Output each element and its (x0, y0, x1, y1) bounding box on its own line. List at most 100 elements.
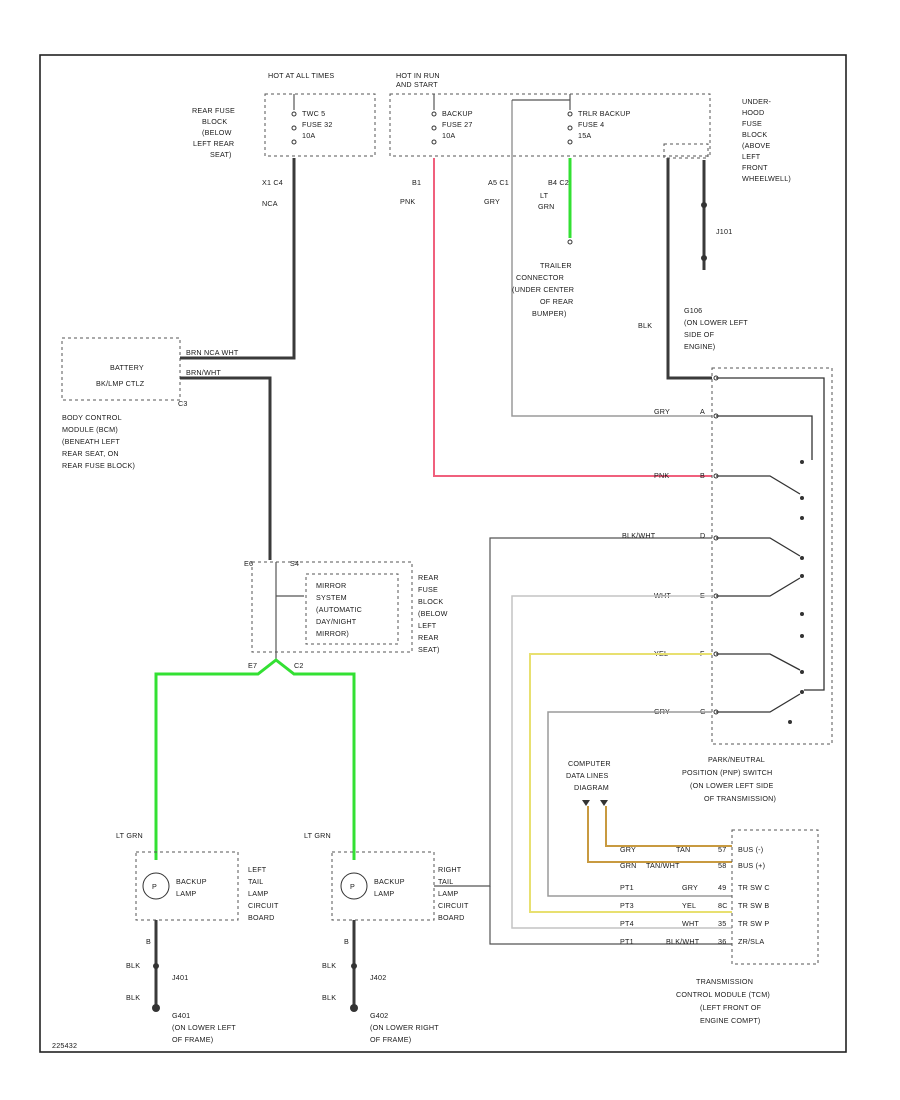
svg-text:BUS (+): BUS (+) (738, 861, 765, 870)
svg-text:RIGHT: RIGHT (438, 865, 462, 874)
hot-in-run-label: HOT IN RUN (396, 71, 440, 80)
svg-text:D: D (700, 531, 705, 540)
svg-text:(BELOW: (BELOW (418, 609, 448, 618)
svg-text:SEAT): SEAT) (418, 645, 440, 654)
connector-a5-c1: A5 C1 (488, 178, 509, 187)
connector-x1-c4: X1 C4 (262, 178, 283, 187)
bcm-battery-label: BATTERY (110, 363, 144, 372)
svg-text:SYSTEM: SYSTEM (316, 593, 347, 602)
svg-text:(UNDER CENTER: (UNDER CENTER (512, 285, 574, 294)
svg-text:BLK: BLK (126, 961, 140, 970)
connector-b1: B1 (412, 178, 421, 187)
svg-text:(ABOVE: (ABOVE (742, 141, 770, 150)
svg-text:SEAT): SEAT) (210, 150, 232, 159)
svg-text:B: B (344, 937, 349, 946)
svg-text:BUMPER): BUMPER) (532, 309, 567, 318)
svg-text:DIAGRAM: DIAGRAM (574, 783, 609, 792)
svg-text:REAR FUSE BLOCK): REAR FUSE BLOCK) (62, 461, 135, 470)
underhood-fuse-terminal-box (663, 143, 709, 159)
svg-text:CIRCUIT: CIRCUIT (438, 901, 469, 910)
svg-text:REAR: REAR (418, 573, 439, 582)
fuse-backup27: BACKUP FUSE 27 10A (431, 94, 473, 145)
svg-text:TAN/WHT: TAN/WHT (646, 861, 680, 870)
svg-text:TAN: TAN (676, 845, 690, 854)
tan-wht-data-wire (587, 806, 732, 863)
svg-text:(ON LOWER LEFT SIDE: (ON LOWER LEFT SIDE (690, 781, 774, 790)
hot-in-run-label-2: AND START (396, 80, 438, 89)
ground-dot-g106 (701, 255, 707, 261)
svg-text:FUSE: FUSE (418, 585, 438, 594)
svg-text:LAMP: LAMP (374, 889, 394, 898)
svg-text:(AUTOMATIC: (AUTOMATIC (316, 605, 362, 614)
wire-gry-top-label: GRY (484, 197, 500, 206)
svg-text:J401: J401 (172, 973, 188, 982)
svg-text:(ON LOWER LEFT: (ON LOWER LEFT (684, 318, 748, 327)
lt-grn-lamp-wires (154, 658, 356, 860)
svg-text:LEFT REAR: LEFT REAR (193, 139, 234, 148)
svg-text:(BENEATH LEFT: (BENEATH LEFT (62, 437, 120, 446)
svg-text:(ON LOWER LEFT: (ON LOWER LEFT (172, 1023, 236, 1032)
svg-text:CONNECTOR: CONNECTOR (516, 273, 564, 282)
tan-data-wire (605, 806, 732, 847)
svg-text:REAR FUSE: REAR FUSE (192, 106, 235, 115)
svg-text:COMPUTER: COMPUTER (568, 759, 611, 768)
svg-text:BLK/WHT: BLK/WHT (622, 531, 656, 540)
svg-text:P: P (350, 882, 355, 891)
svg-text:B: B (700, 471, 705, 480)
svg-text:UNDER-: UNDER- (742, 97, 772, 106)
connector-s4: S4 (290, 559, 299, 568)
svg-text:BLOCK: BLOCK (418, 597, 443, 606)
svg-text:FUSE 32: FUSE 32 (302, 120, 333, 129)
svg-text:49: 49 (718, 883, 726, 892)
connector-c3: C3 (178, 399, 188, 408)
svg-text:BACKUP: BACKUP (176, 877, 207, 886)
trailer-connector-terminal (567, 239, 573, 245)
svg-text:PT1: PT1 (620, 937, 634, 946)
svg-text:10A: 10A (302, 131, 315, 140)
underhood-fuse-block-box (389, 93, 711, 157)
gry-wire-pnp-g (547, 711, 732, 897)
pnp-wire-labels: GRY A PNK B BLK/WHT D WHT E YEL F GRY G (622, 407, 706, 716)
svg-text:LEFT: LEFT (418, 621, 437, 630)
svg-text:PARK/NEUTRAL: PARK/NEUTRAL (708, 755, 765, 764)
svg-text:CONTROL MODULE (TCM): CONTROL MODULE (TCM) (676, 990, 770, 999)
svg-text:BLK: BLK (322, 993, 336, 1002)
svg-text:YEL: YEL (682, 901, 696, 910)
svg-text:(BELOW: (BELOW (202, 128, 232, 137)
wire-blk-top-label: BLK (638, 321, 652, 330)
underhood-fuse-block-label: UNDER- HOOD FUSE BLOCK (ABOVE LEFT FRONT… (742, 97, 791, 183)
svg-text:P: P (152, 882, 157, 891)
svg-text:10A: 10A (442, 131, 455, 140)
svg-text:BOARD: BOARD (248, 913, 275, 922)
svg-text:36: 36 (718, 937, 726, 946)
svg-text:CIRCUIT: CIRCUIT (248, 901, 279, 910)
svg-text:TRAILER: TRAILER (540, 261, 572, 270)
bcm-wire2-label: BRN/WHT (186, 368, 221, 377)
trailer-connector-label: TRAILER CONNECTOR (UNDER CENTER OF REAR … (512, 261, 574, 318)
bcm-backup-lamp-ctl-label: BK/LMP CTLZ (96, 379, 145, 388)
svg-text:BLK: BLK (322, 961, 336, 970)
svg-text:SIDE OF: SIDE OF (684, 330, 715, 339)
gry-wire-pnp-a (511, 100, 712, 417)
svg-text:WHT: WHT (682, 919, 699, 928)
svg-text:B: B (146, 937, 151, 946)
svg-text:BODY CONTROL: BODY CONTROL (62, 413, 122, 422)
computer-data-lines-label: COMPUTER DATA LINES DIAGRAM (566, 759, 611, 792)
fuse-twc5: TWC 5 FUSE 32 10A (291, 94, 333, 145)
svg-text:FRONT: FRONT (742, 163, 768, 172)
svg-text:BOARD: BOARD (438, 913, 465, 922)
ground-g106-label: G106 (ON LOWER LEFT SIDE OF ENGINE) (684, 306, 748, 351)
svg-text:POSITION (PNP) SWITCH: POSITION (PNP) SWITCH (682, 768, 772, 777)
wht-wire-pnp-e (511, 595, 732, 929)
wire-lt-grn-top-1: LT (540, 191, 549, 200)
svg-text:LT GRN: LT GRN (116, 831, 143, 840)
fuse-trailer4: TRLR BACKUP FUSE 4 15A (567, 94, 630, 145)
splice-dot-j101 (701, 202, 707, 208)
bcm-wire1-label: BRN NCA WHT (186, 348, 239, 357)
svg-text:MODULE (BCM): MODULE (BCM) (62, 425, 118, 434)
svg-text:G402: G402 (370, 1011, 388, 1020)
svg-text:LEFT: LEFT (248, 865, 267, 874)
svg-text:BUS (-): BUS (-) (738, 845, 763, 854)
svg-text:LEFT: LEFT (742, 152, 761, 161)
svg-text:OF FRAME): OF FRAME) (172, 1035, 213, 1044)
